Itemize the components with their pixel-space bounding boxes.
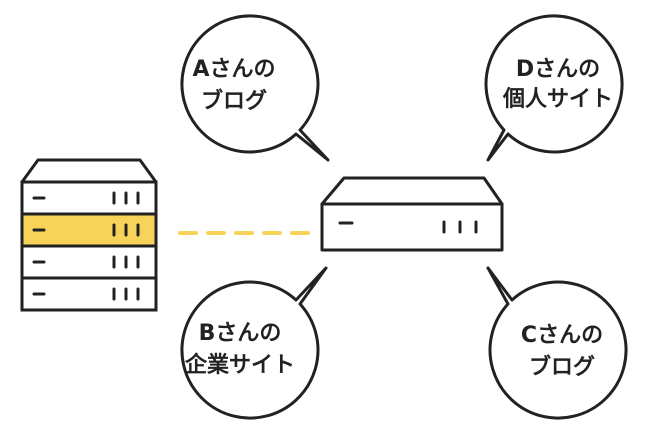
rack-unit xyxy=(20,180,158,216)
bubble-d-line1: Dさんの xyxy=(516,57,600,82)
network-device-front xyxy=(320,202,504,252)
bubble-a-shape xyxy=(180,14,330,162)
rack-server-icon xyxy=(20,158,158,312)
bubble-b-shape xyxy=(180,266,328,420)
bubble-b-line2: 企業サイト xyxy=(184,352,295,378)
bubble-c-line2: ブログ xyxy=(529,354,595,380)
bubble-c: Cさんの ブログ xyxy=(486,266,628,420)
bubble-b-line1: Bさんの xyxy=(199,321,282,346)
network-device-leds xyxy=(442,220,478,234)
network-device-icon xyxy=(320,176,504,252)
rack-units xyxy=(20,180,158,312)
bubble-d-shape xyxy=(484,14,624,162)
rack-unit xyxy=(20,276,158,312)
network-device-top xyxy=(320,176,504,206)
bubble-a-line2: ブログ xyxy=(201,88,267,114)
bubble-c-shape xyxy=(486,266,628,420)
bubble-c-line1: Cさんの xyxy=(521,323,603,348)
bubble-b: Bさんの 企業サイト xyxy=(180,266,328,420)
bubble-d-line2: 個人サイト xyxy=(502,87,613,112)
bubble-a: Aさんの ブログ xyxy=(180,14,330,162)
bubble-d: Dさんの 個人サイト xyxy=(484,14,624,162)
rack-server-top xyxy=(20,158,158,184)
rack-unit xyxy=(20,244,158,280)
bubble-a-line1: Aさんの xyxy=(192,57,275,82)
rack-unit xyxy=(20,212,158,248)
